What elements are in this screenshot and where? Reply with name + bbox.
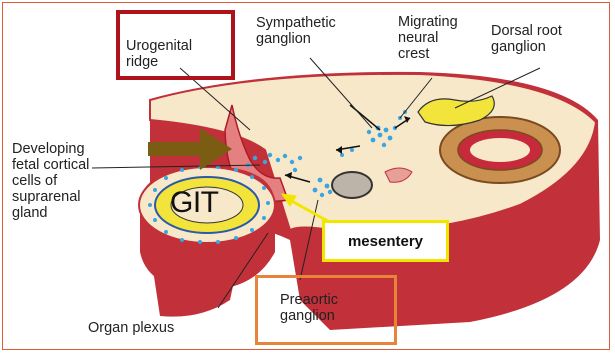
label-migrating-neural-crest: Migrating neural crest [398,14,458,62]
preaortic-highlight-box [255,275,397,345]
label-developing-fetal-cortical-cells: Developing fetal cortical cells of supra… [12,141,89,221]
urogenital-highlight-box [116,10,235,80]
label-sympathetic-ganglion: Sympathetic ganglion [256,15,336,47]
git-annotation: GIT [170,186,219,220]
mesentery-annotation: mesentery [322,220,449,262]
label-organ-plexus: Organ plexus [88,320,174,336]
label-dorsal-root-ganglion: Dorsal root ganglion [491,23,562,55]
spinal-lumen [470,138,530,162]
aorta [332,172,372,198]
